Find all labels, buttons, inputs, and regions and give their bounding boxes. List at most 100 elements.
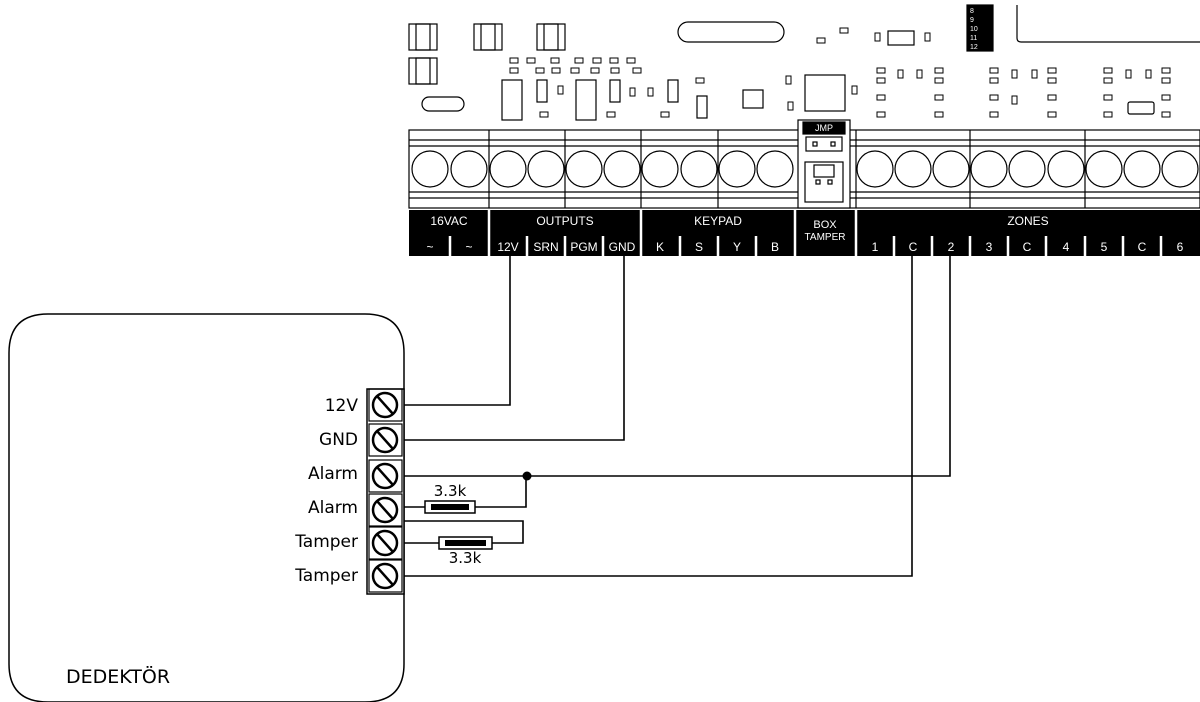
detector-terminal-label: Alarm [308, 498, 358, 518]
component [536, 79, 548, 103]
resistor-label: 3.3k [449, 549, 482, 567]
detector-terminal-label: 12V [325, 396, 359, 416]
terminal-label: 1 [872, 240, 879, 254]
wire-12v [404, 256, 511, 406]
screw-terminal [603, 150, 641, 188]
terminal-label: 6 [1177, 240, 1184, 254]
screw-terminal [1123, 150, 1161, 188]
detector-screw [368, 423, 403, 457]
terminal-label: 2 [948, 240, 955, 254]
junction-dot [522, 471, 532, 481]
component [887, 30, 915, 46]
screw-terminal [489, 150, 527, 188]
header-number: 10 [970, 26, 978, 33]
screw-terminal [450, 150, 488, 188]
terminal-label: Y [733, 240, 741, 254]
terminal-label: SRN [533, 240, 558, 254]
group-label-box: BOX [813, 219, 837, 231]
chip [543, 23, 559, 51]
header-number: 8 [970, 8, 974, 15]
screw-terminal [411, 150, 449, 188]
chip [480, 23, 496, 51]
wire-alarm-res-right [475, 476, 527, 508]
header-number: 11 [970, 35, 977, 42]
group-label-tamper: TAMPER [805, 232, 846, 243]
crystal [421, 96, 465, 112]
terminal-label: 5 [1101, 240, 1108, 254]
resistor-alarm: 3.3k [424, 482, 476, 514]
screw-terminals [411, 150, 1199, 188]
chip [536, 23, 566, 51]
terminal-label: 3 [986, 240, 993, 254]
terminal-label: PGM [570, 240, 597, 254]
wire-tamper-common [404, 256, 913, 577]
resistor-label: 3.3k [434, 482, 467, 500]
detector-screw [368, 493, 403, 527]
header-number: 9 [970, 17, 974, 24]
smd-components [509, 27, 1171, 118]
component [1127, 101, 1155, 115]
control-panel-board: 8 9 10 11 12 [408, 4, 1200, 209]
detector-screw [368, 388, 403, 422]
terminal-label: C [909, 240, 918, 254]
component [696, 95, 708, 119]
screw-terminal [1085, 150, 1123, 188]
screw-terminal [856, 150, 894, 188]
screw-terminal [1008, 150, 1046, 188]
header-number: 12 [970, 44, 978, 51]
detector-terminals [368, 388, 403, 593]
detector-terminal-label: GND [319, 430, 358, 450]
terminal-label: GND [609, 240, 636, 254]
screw-terminal [1047, 150, 1085, 188]
chip [408, 57, 438, 85]
terminal-label: B [771, 240, 779, 254]
terminal-label: C [1023, 240, 1032, 254]
terminal-label: ~ [426, 240, 433, 254]
component [501, 79, 523, 121]
component [575, 79, 597, 121]
wire-alarm-zone2 [404, 256, 951, 477]
wire-gnd [404, 256, 625, 441]
screw-terminal [641, 150, 679, 188]
jumper-label: JMP [815, 123, 833, 133]
screw-terminal [527, 150, 565, 188]
screw-terminal [680, 150, 718, 188]
detector-screw [368, 459, 403, 493]
header-pin-block: 8 9 10 11 12 [966, 4, 994, 52]
screw-terminal [756, 150, 794, 188]
detector-terminal-label: Alarm [308, 464, 358, 484]
detector-screw [368, 526, 403, 560]
chip [473, 23, 503, 51]
detector-terminal-label: Tamper [294, 566, 358, 586]
resistor-tamper: 3.3k [438, 536, 493, 567]
component [742, 89, 764, 109]
terminal-label-bar: 16VAC OUTPUTS KEYPAD BOX TAMPER ZONES ~ … [409, 210, 1200, 256]
terminal-label: C [1138, 240, 1147, 254]
component [667, 79, 679, 103]
group-label-outputs: OUTPUTS [536, 214, 593, 228]
terminal-strip: JMP [408, 119, 1200, 209]
chip [408, 23, 438, 51]
wires [404, 256, 951, 577]
detector-title: DEDEKTÖR [66, 665, 170, 688]
board-outline-line [1016, 5, 1200, 43]
group-label-keypad: KEYPAD [694, 214, 742, 228]
screw-terminal [894, 150, 932, 188]
group-label-16vac: 16VAC [430, 214, 467, 228]
wire-alarm-tamper-loop [404, 520, 524, 544]
terminal-label: S [695, 240, 703, 254]
terminal-label: ~ [465, 240, 472, 254]
screw-terminal [565, 150, 603, 188]
component [609, 79, 621, 103]
chip [415, 23, 431, 51]
detector-screw [368, 559, 403, 593]
chip [415, 57, 431, 85]
fuse-holder [677, 21, 785, 43]
terminal-label: K [656, 240, 664, 254]
detector-terminal-label: Tamper [294, 532, 358, 552]
screw-terminal [1161, 150, 1199, 188]
screw-terminal [970, 150, 1008, 188]
relay [804, 74, 846, 112]
screw-terminal [718, 150, 756, 188]
